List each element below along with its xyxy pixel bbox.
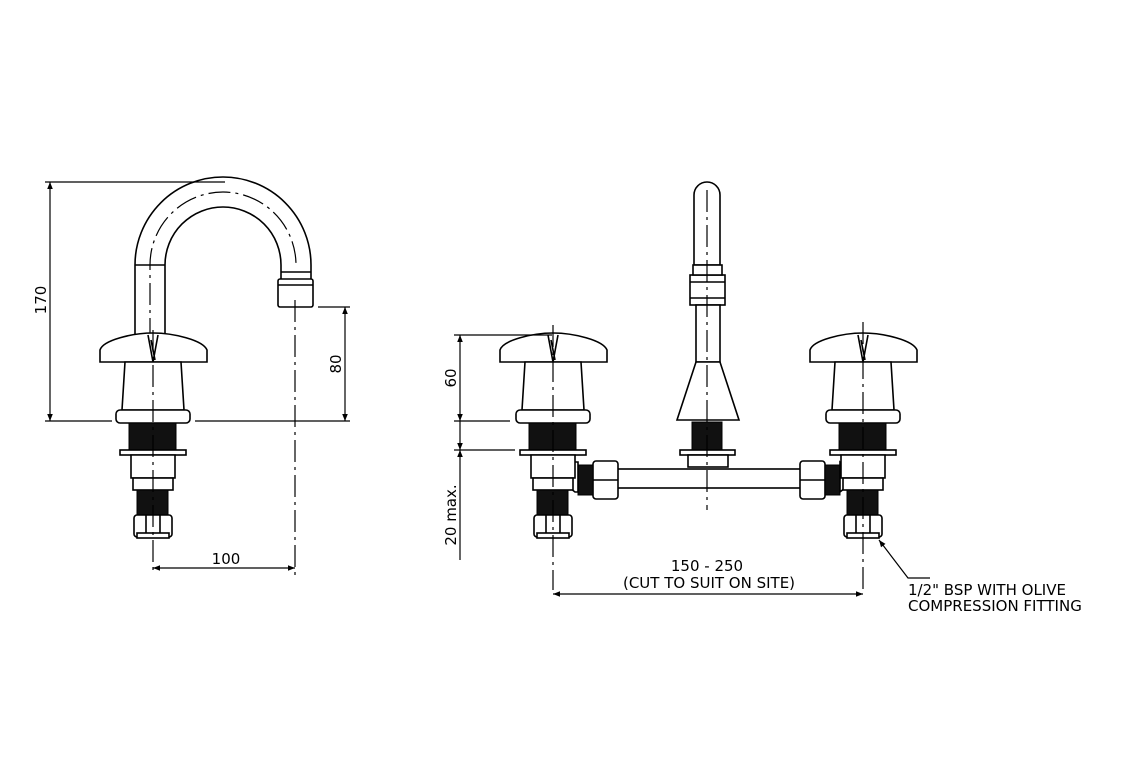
dim-centres: 150 - 250 [671,557,743,575]
connecting-pipe [616,468,802,489]
dim-spout-reach: 100 [212,550,241,568]
spout-tube [693,181,721,266]
dim-centres-note: (CUT TO SUIT ON SITE) [623,574,795,592]
dim-deck-thickness: 20 max. [442,484,460,545]
front-view: 60 20 max. 150 - 250 (CUT TO SUIT ON SIT… [442,181,1082,615]
callout-line-2: COMPRESSION FITTING [908,597,1082,615]
dim-overall-height: 170 [32,286,50,315]
side-view: 170 80 100 [32,176,350,575]
dim-spout-height: 80 [327,354,345,373]
spout [134,176,312,341]
callout-line-1: 1/2" BSP WITH OLIVE [908,581,1066,599]
dim-handle-height: 60 [442,368,460,387]
